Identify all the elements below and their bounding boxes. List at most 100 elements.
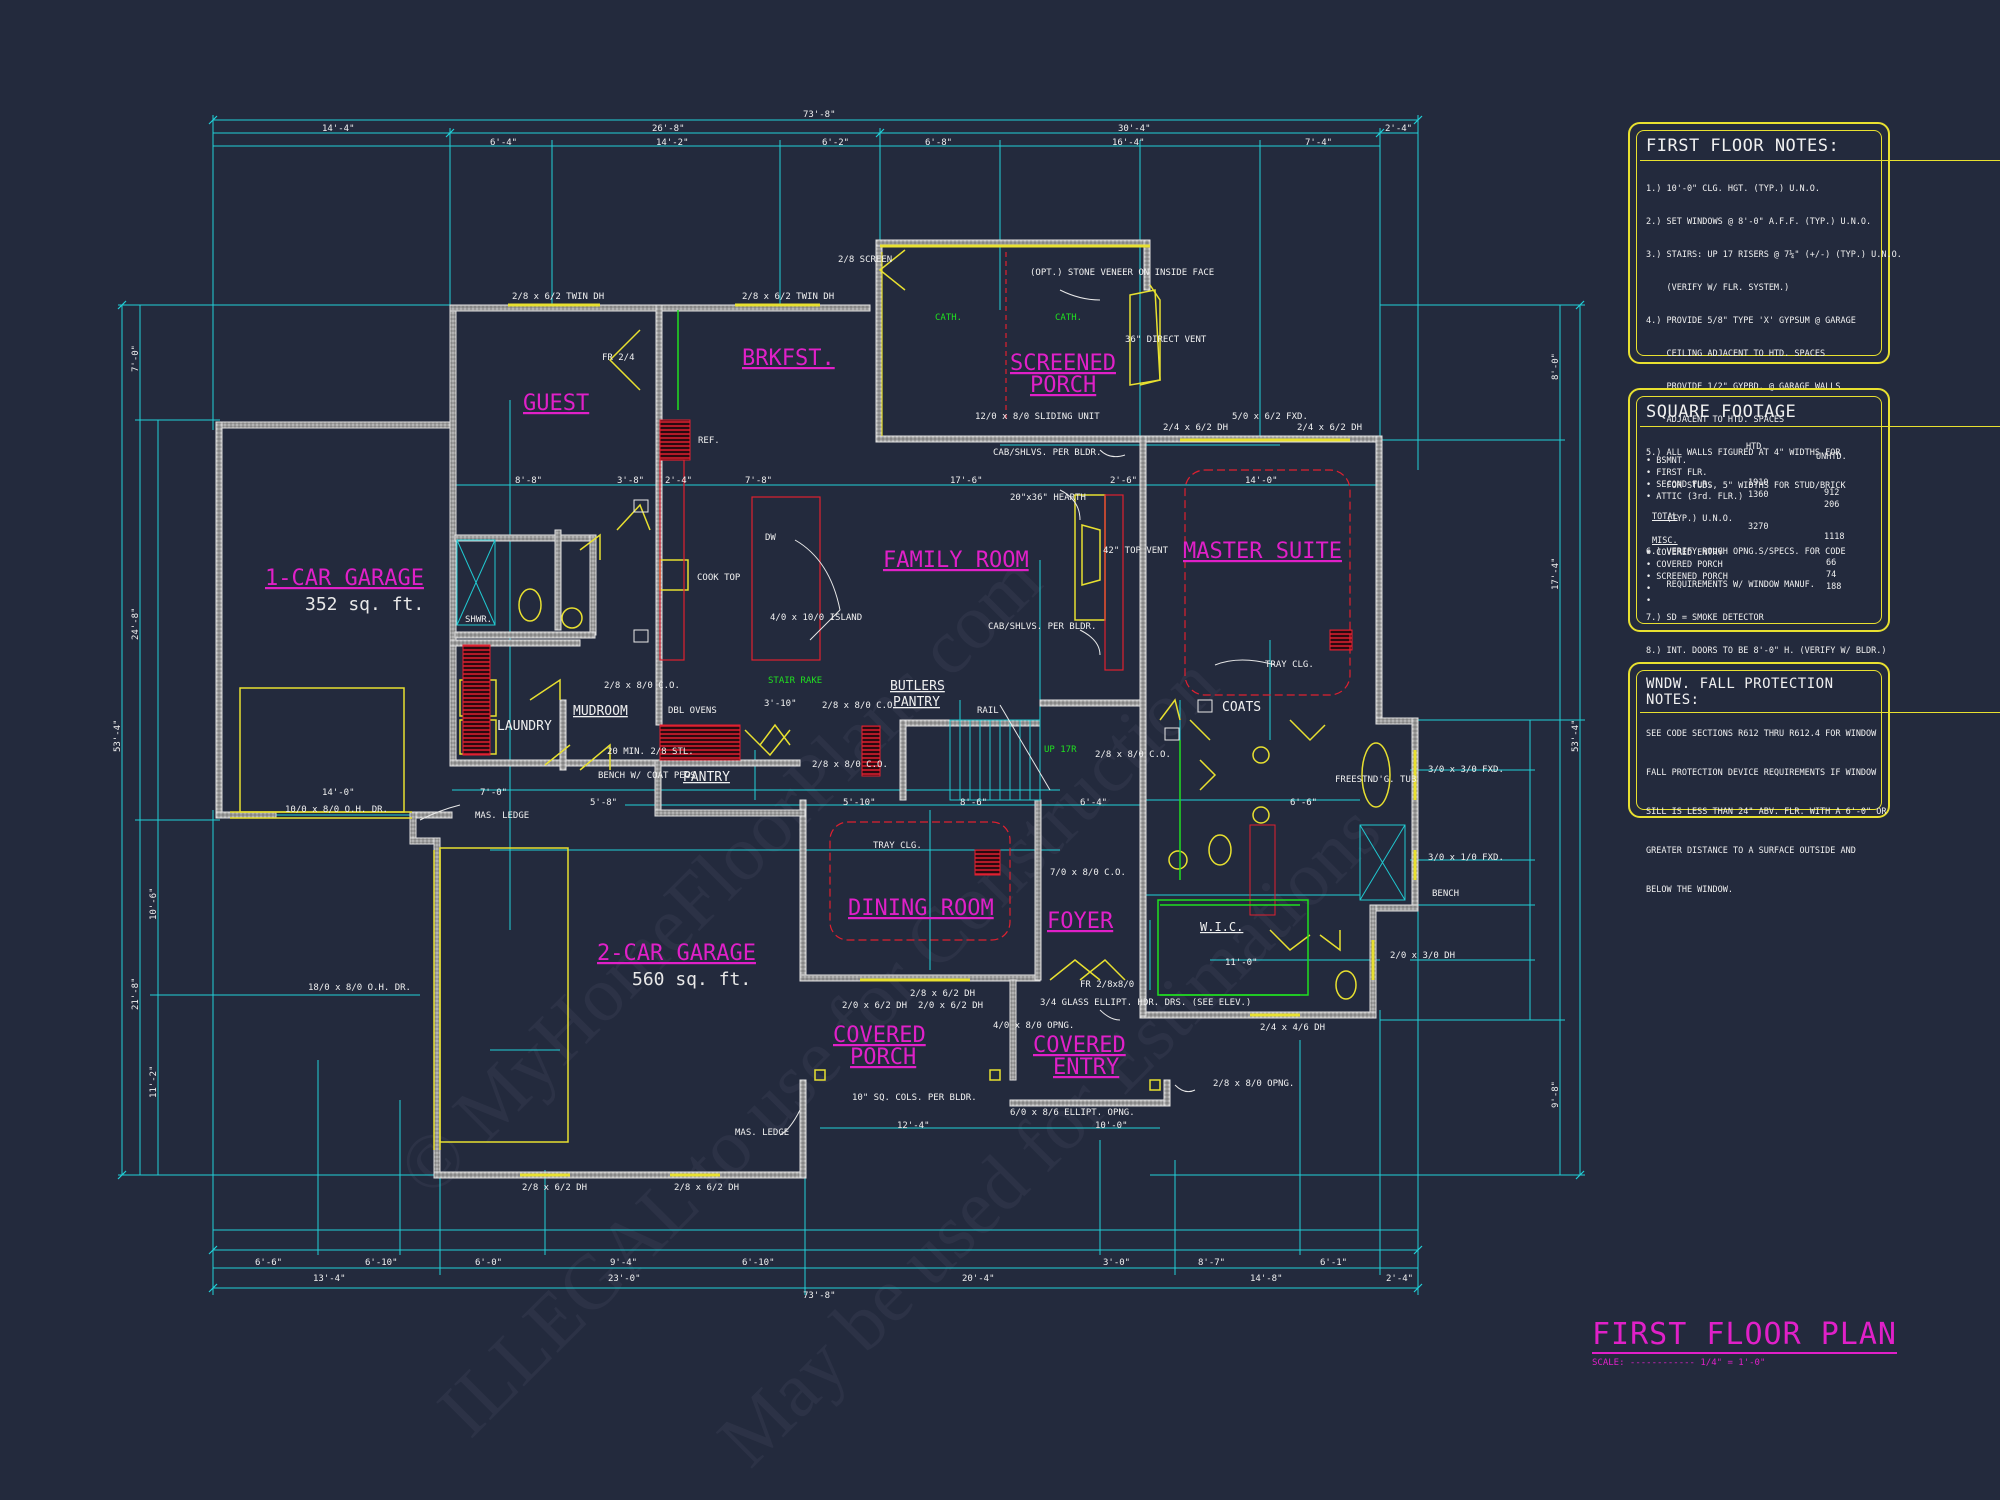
sqft-misc-label: • SCREENED PORCH <box>1646 572 1728 582</box>
dim-overall-top: 73'-8" <box>803 110 836 120</box>
label-dh-porch-2: 2/0 x 6/2 DH <box>842 1001 907 1011</box>
sqft-misc-value: 74 <box>1826 570 1837 580</box>
note-item: (TYP.) U.N.O. <box>1646 514 1733 524</box>
dim-top1-a: 14'-4" <box>322 124 355 134</box>
sqft-misc-value: 188 <box>1826 582 1842 592</box>
fall-title: WNDW. FALL PROTECTION NOTES: <box>1640 676 2000 713</box>
sqft-row-label: • FIRST FLR. <box>1646 468 1708 478</box>
dim-int-16: 10'-0" <box>1095 1121 1128 1131</box>
sqft-row: • FIRST FLR. 1910 912 <box>1646 458 1876 498</box>
sqft-misc-label: • COVERED ENTRY <box>1646 548 1723 558</box>
dim-right-a: 8'-0" <box>1551 353 1561 380</box>
sqft-misc-value: 66 <box>1826 558 1837 568</box>
sqft-row-htd: 1910 <box>1748 478 1769 488</box>
dim-top1-c: 30'-4" <box>1118 124 1151 134</box>
dim-left-b: 24'-8" <box>131 607 141 640</box>
fall-line: FALL PROTECTION DEVICE REQUIREMENTS IF W… <box>1646 768 1877 778</box>
label-fxd-1: 3/0 x 3/0 FXD. <box>1428 765 1504 775</box>
fall-protection-panel: WNDW. FALL PROTECTION NOTES: SEE CODE SE… <box>1628 662 2000 895</box>
dim-left-a: 7'-0" <box>131 345 141 372</box>
dim-right-b: 17'-4" <box>1551 557 1561 590</box>
dim-top2-b: 14'-2" <box>656 138 689 148</box>
label-dh-porch-3: 2/0 x 6/2 DH <box>918 1001 983 1011</box>
label-hearth: 20"x36" HEARTH <box>1010 493 1086 503</box>
notes-body: 1.) 10'-0" CLG. HGT. (TYP.) U.N.O. 2.) S… <box>1646 162 1902 679</box>
note-item: 5.) ALL WALLS FIGURED AT 4" WIDTHS FOR <box>1646 448 1841 458</box>
label-cath-1: CATH. <box>935 313 962 323</box>
leader-lines <box>419 289 1276 1136</box>
sqft-row: • BSMNT. <box>1646 446 1876 466</box>
dim-int-2: 3'-8" <box>617 476 644 486</box>
dim-top2-a: 6'-4" <box>490 138 517 148</box>
dim-int-3: 7'-8" <box>745 476 772 486</box>
label-dh-bottom-2: 2/8 x 6/2 DH <box>674 1183 739 1193</box>
dim-bot2-e: 2'-4" <box>1386 1274 1413 1284</box>
dim-int-14: 7'-0" <box>480 788 507 798</box>
room-two-car-area: 560 sq. ft. <box>632 969 751 990</box>
note-item: 2.) SET WINDOWS @ 8'-0" A.F.F. (TYP.) U.… <box>1646 217 1872 227</box>
label-stone-veneer: (OPT.) STONE VENEER ON INSIDE FACE <box>1030 268 1214 278</box>
label-fxd-2: 3/0 x 1/0 FXD. <box>1428 853 1504 863</box>
label-tray-clg-2: TRAY CLG. <box>1265 660 1314 670</box>
room-pantry: PANTRY <box>683 770 730 785</box>
label-glass-ellipt: 3/4 GLASS ELLIPT. HDR. DRS. (SEE ELEV.) <box>1040 998 1251 1008</box>
label-garage-dr-2: 18/0 x 8/0 O.H. DR. <box>308 983 411 993</box>
label-opng-1: 4/0 x 8/0 OPNG. <box>993 1021 1074 1031</box>
label-shwr: SHWR. <box>465 615 492 625</box>
note-item: REQUIREMENTS W/ WINDOW MANUF. <box>1646 580 1815 590</box>
annotation-labels: 2/8 x 6/2 TWIN DH 2/8 x 6/2 TWIN DH 2/8 … <box>285 255 1504 1193</box>
label-sliding-unit: 12/0 x 8/0 SLIDING UNIT <box>975 412 1100 422</box>
dim-bot1-h: 6'-1" <box>1320 1258 1347 1268</box>
room-one-car-garage: 1-CAR GARAGE <box>265 566 424 591</box>
label-fxd-top: 5/0 x 6/2 FXD. <box>1232 412 1308 422</box>
dim-top2-c: 6'-2" <box>822 138 849 148</box>
label-co-3: 2/8 x 8/0 C.O. <box>812 760 888 770</box>
label-opng-2: 2/8 x 8/0 OPNG. <box>1213 1079 1294 1089</box>
label-cabshlvs-2: CAB/SHLVS. PER BLDR. <box>988 622 1096 632</box>
note-item: 7.) SD = SMOKE DETECTOR <box>1646 613 1764 623</box>
drawing-title: FIRST FLOOR PLAN <box>1592 1317 1897 1354</box>
room-covered-porch-line2: PORCH <box>850 1045 916 1070</box>
dim-int-1: 8'-8" <box>515 476 542 486</box>
first-floor-notes-panel: FIRST FLOOR NOTES: 1.) 10'-0" CLG. HGT. … <box>1628 122 2000 656</box>
note-item: 6.) VERIFY ROUGH OPNG.S/SPECS. FOR CODE <box>1646 547 1846 557</box>
dim-right-overall: 53'-4" <box>1571 719 1581 752</box>
label-cabshlvs-1: CAB/SHLVS. PER BLDR. <box>993 448 1101 458</box>
dim-overall-bottom: 73'-8" <box>803 1291 836 1301</box>
fall-line: BELOW THE WINDOW. <box>1646 885 1733 895</box>
label-dh-top-1: 2/4 x 6/2 DH <box>1163 423 1228 433</box>
room-master-suite: MASTER SUITE <box>1183 539 1342 564</box>
label-bench-coat: BENCH W/ COAT PEGS <box>598 771 696 781</box>
sqft-row-unhtd: 206 <box>1824 500 1840 510</box>
dim-bot2-a: 13'-4" <box>313 1274 346 1284</box>
sqft-row-htd: 1360 <box>1748 490 1769 500</box>
sqft-row: • ATTIC (3rd. FLR.) <box>1646 482 1876 502</box>
room-covered-entry-line2: ENTRY <box>1053 1055 1119 1080</box>
room-mudroom: MUDROOM <box>573 704 628 719</box>
sqft-col-unhtd: UNHTD. <box>1816 452 1847 462</box>
dim-bot2-d: 14'-8" <box>1250 1274 1283 1284</box>
room-guest: GUEST <box>523 391 589 416</box>
label-mas-ledge-2: MAS. LEDGE <box>735 1128 789 1138</box>
sqft-panel-inner-border <box>1636 396 1882 624</box>
label-dh-bottom-1: 2/8 x 6/2 DH <box>522 1183 587 1193</box>
sqft-misc-title-row: MISC. <box>1646 526 1876 546</box>
sqft-row-label: • BSMNT. <box>1646 456 1687 466</box>
fall-line: SILL IS LESS THAN 24" ABV. FLR. WITH A 6… <box>1646 807 1887 817</box>
dim-left-e: 11'-2" <box>149 1065 159 1098</box>
note-item: 4.) PROVIDE 5/8" TYPE 'X' GYPSUM @ GARAG… <box>1646 316 1856 326</box>
room-covered-entry-line1: COVERED <box>1033 1033 1126 1058</box>
note-item: 8.) INT. DOORS TO BE 8'-0" H. (VERIFY W/… <box>1646 646 1887 656</box>
sqft-misc-title: MISC. <box>1652 536 1678 546</box>
label-ref: REF. <box>698 436 720 446</box>
dim-bot1-c: 6'-0" <box>475 1258 502 1268</box>
room-family: FAMILY ROOM <box>883 548 1029 573</box>
dim-bot1-a: 6'-6" <box>255 1258 282 1268</box>
label-tray-clg-1: TRAY CLG. <box>873 841 922 851</box>
sqft-misc-row: • SCREENED PORCH 188 <box>1646 562 1876 592</box>
label-island: 4/0 x 10/0 ISLAND <box>770 613 862 623</box>
sqft-total-label: TOTAL <box>1652 512 1678 522</box>
note-item: ADJACENT TO HTD. SPACES <box>1646 415 1785 425</box>
note-item: 1.) 10'-0" CLG. HGT. (TYP.) U.N.O. <box>1646 184 1820 194</box>
